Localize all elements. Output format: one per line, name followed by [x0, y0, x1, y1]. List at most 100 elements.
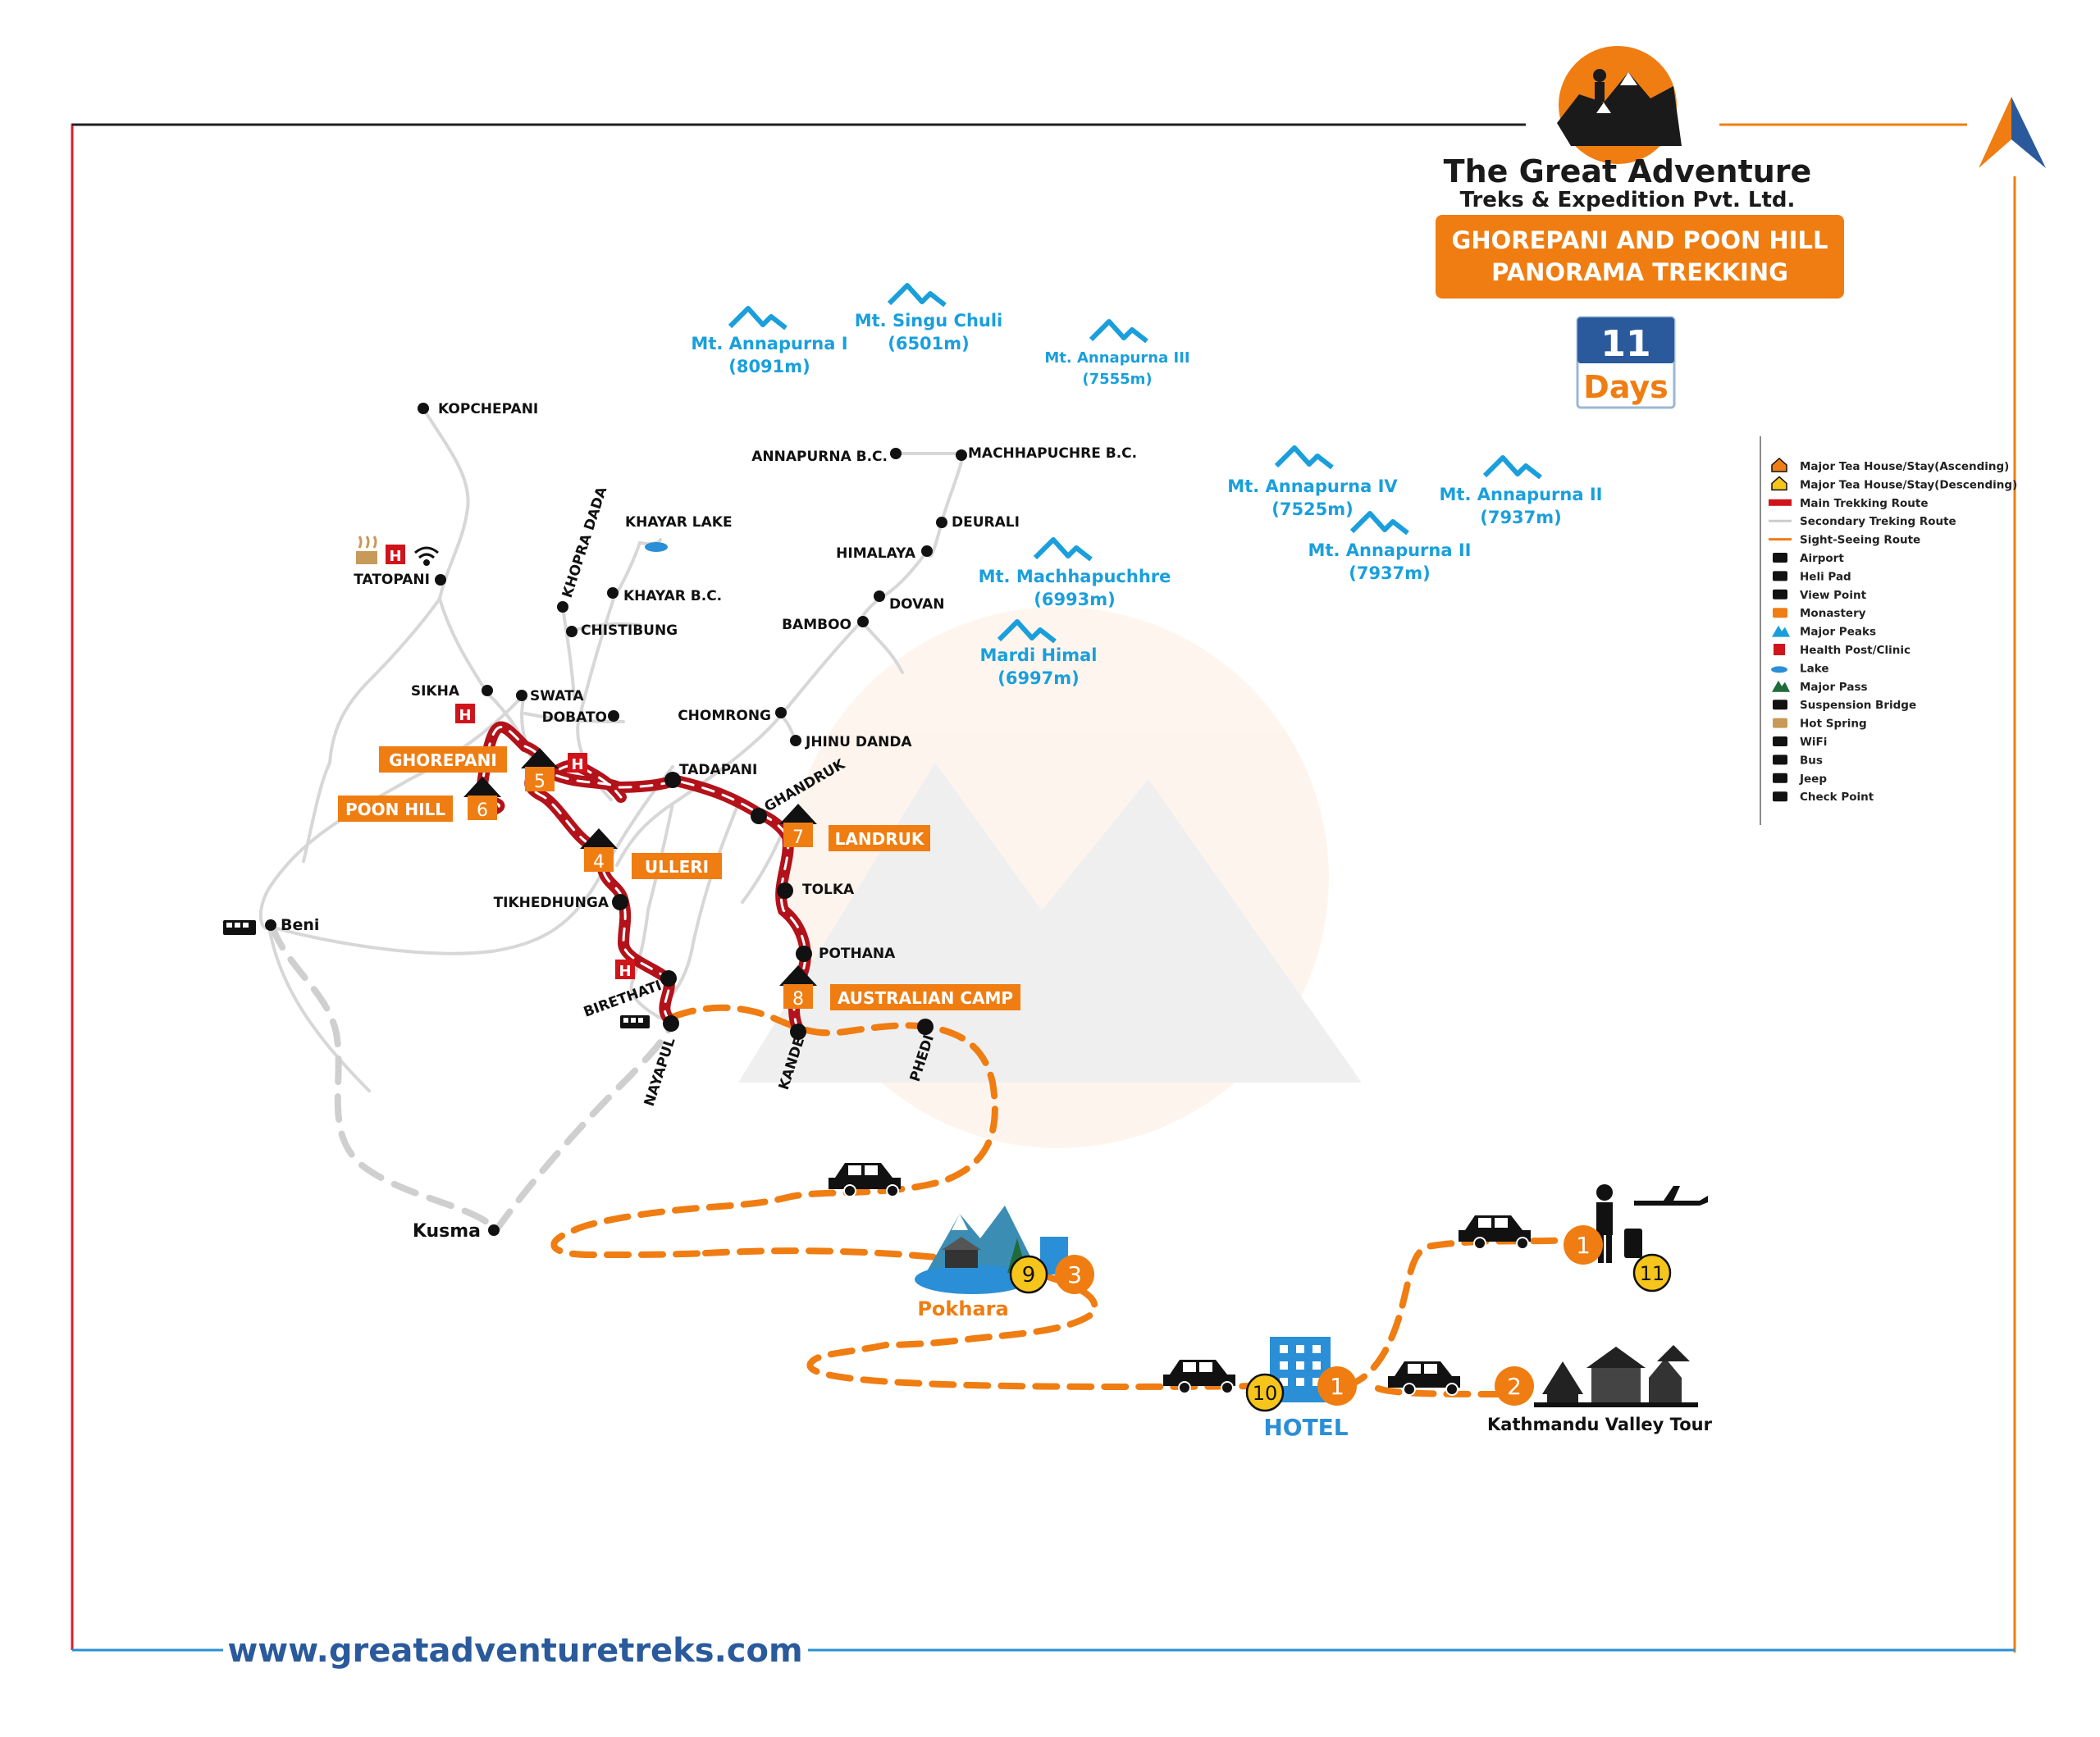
main-route-icon: [1769, 499, 1792, 506]
map-legend: Major Tea House/Stay(Ascending)Major Tea…: [1760, 436, 2017, 825]
legend-item-label: Check Point: [1800, 791, 1874, 804]
website-url: www.greatadventuretreks.com: [227, 1632, 802, 1670]
mountain-pass-icon: [1772, 680, 1790, 692]
background-watermark: [738, 607, 1362, 1148]
place-dot: [917, 1019, 934, 1035]
peak-singu-chuli-name: Mt. Singu Chuli: [855, 311, 1003, 331]
place-dot: [790, 1024, 806, 1040]
svg-text:H: H: [459, 707, 471, 724]
peak-annapurna-3-alt: (7555m): [1082, 371, 1152, 388]
health-post-icon: H: [568, 753, 587, 773]
place-pothana: POTHANA: [819, 946, 896, 962]
place-dot: [890, 448, 902, 459]
place-tadapani: TADAPANI: [679, 762, 757, 778]
car-icon: [1388, 1361, 1460, 1396]
mountain-peak-icon: [997, 619, 1057, 644]
place-dot: [418, 403, 429, 414]
check-point-icon: [1773, 791, 1787, 802]
place-dot: [660, 970, 677, 987]
hot-spring-icon: [356, 536, 377, 564]
mountain-peak-icon: [1349, 511, 1409, 536]
legend-item-label: Main Trekking Route: [1800, 497, 1928, 510]
wifi-icon: [1773, 736, 1787, 746]
peak-mardi-himal-alt: (6997m): [998, 668, 1080, 688]
place-annapurna-bc: ANNAPURNA B.C.: [751, 449, 888, 465]
mountain-peak-icon: [887, 283, 947, 308]
place-dot: [488, 1224, 500, 1236]
trek-title-line-2: PANORAMA TREKKING: [1491, 258, 1788, 286]
peak-annapurna-1-name: Mt. Annapurna I: [691, 334, 847, 353]
tea-house-icon: 7: [779, 804, 817, 848]
traveler-icon: [1596, 1184, 1642, 1263]
svg-text:3: 3: [1067, 1261, 1082, 1288]
day-1-marker: 1: [1564, 1225, 1603, 1265]
kathmandu-valley: Kathmandu Valley Tour 2: [1487, 1345, 1713, 1434]
svg-text:GHOREPANI: GHOREPANI: [389, 750, 497, 770]
place-tatopani: TATOPANI: [354, 572, 430, 588]
brand-name: The Great Adventure: [1444, 153, 1812, 189]
bus-icon: [620, 1015, 650, 1028]
legend-item-label: Airport: [1800, 552, 1844, 565]
trek-title-banner: GHOREPANI AND POON HILL PANORAMA TREKKIN…: [1436, 215, 1844, 299]
place-dot: [751, 808, 767, 824]
airplane-icon: [1634, 1186, 1708, 1206]
mountain-peak-icon: [728, 306, 788, 331]
day-1b-marker: 1: [1317, 1366, 1357, 1406]
svg-text:1: 1: [1330, 1373, 1344, 1400]
svg-text:10: 10: [1253, 1382, 1278, 1405]
days-word: Days: [1583, 369, 1668, 405]
place-dot: [921, 545, 933, 557]
peak-machhapuchhre-name: Mt. Machhapuchhre: [979, 567, 1171, 586]
place-dovan: DOVAN: [889, 596, 945, 613]
tea-house-descending-icon: [1771, 476, 1787, 491]
svg-text:H: H: [389, 548, 401, 565]
place-dot: [775, 707, 787, 718]
binoculars-icon: [1773, 589, 1787, 600]
mountain-peak-icon: [1274, 445, 1334, 470]
jeep-icon: [1773, 773, 1787, 783]
place-khayar-lake: KHAYAR LAKE: [625, 514, 733, 531]
day-11-marker: 11: [1632, 1253, 1672, 1292]
peak-annapurna-4-name: Mt. Annapurna IV: [1227, 476, 1398, 496]
place-dot: [874, 590, 885, 602]
lake-icon: [645, 542, 668, 552]
health-post-icon: H: [455, 704, 475, 724]
place-dot: [516, 690, 527, 701]
legend-item-label: Sight-Seeing Route: [1800, 534, 1920, 547]
place-dot: [956, 449, 967, 461]
legend-item-label: Health Post/Clinic: [1800, 644, 1911, 657]
legend-item-label: View Point: [1800, 589, 1867, 602]
place-chomrong: CHOMRONG: [678, 708, 771, 724]
tea-house-ascending-icon: [1771, 457, 1787, 472]
place-dobato: DOBATO: [542, 709, 607, 726]
label-ulleri: ULLERI: [632, 853, 722, 879]
health-post-icon: H: [615, 960, 635, 980]
kathmandu-temples-illustration: [1534, 1345, 1698, 1407]
place-dot: [435, 574, 446, 586]
wifi-icon: [414, 546, 439, 566]
legend-item-label: Bus: [1800, 754, 1823, 767]
label-poon-hill: POON HILL: [338, 796, 453, 822]
place-deurali: DEURALI: [952, 514, 1020, 531]
peak-mardi-himal-name: Mardi Himal: [980, 645, 1098, 665]
svg-text:1: 1: [1576, 1232, 1591, 1259]
day-10-marker: 10: [1245, 1373, 1285, 1412]
place-jhinu-danda: JHINU DANDA: [805, 734, 912, 750]
place-dot: [612, 894, 628, 910]
place-dot: [777, 882, 793, 899]
place-kopchepani: KOPCHEPANI: [438, 401, 538, 417]
day-4-number: 4: [593, 852, 605, 873]
bus-icon: [1773, 755, 1787, 765]
place-himalaya: HIMALAYA: [836, 545, 916, 562]
lake-icon: [1771, 666, 1787, 673]
monastery-icon: [1773, 608, 1787, 618]
legend-item-label: Heli Pad: [1800, 570, 1851, 583]
place-dot: [663, 1015, 679, 1032]
peak-annapurna-1-alt: (8091m): [728, 357, 810, 376]
secondary-dashed-routes: [269, 923, 674, 1233]
svg-text:ULLERI: ULLERI: [645, 857, 709, 877]
day-3-marker: 3: [1055, 1255, 1094, 1294]
legend-item-label: Secondary Treking Route: [1800, 515, 1956, 528]
svg-text:2: 2: [1507, 1373, 1522, 1400]
trek-title-line-1: GHOREPANI AND POON HILL: [1452, 226, 1828, 254]
